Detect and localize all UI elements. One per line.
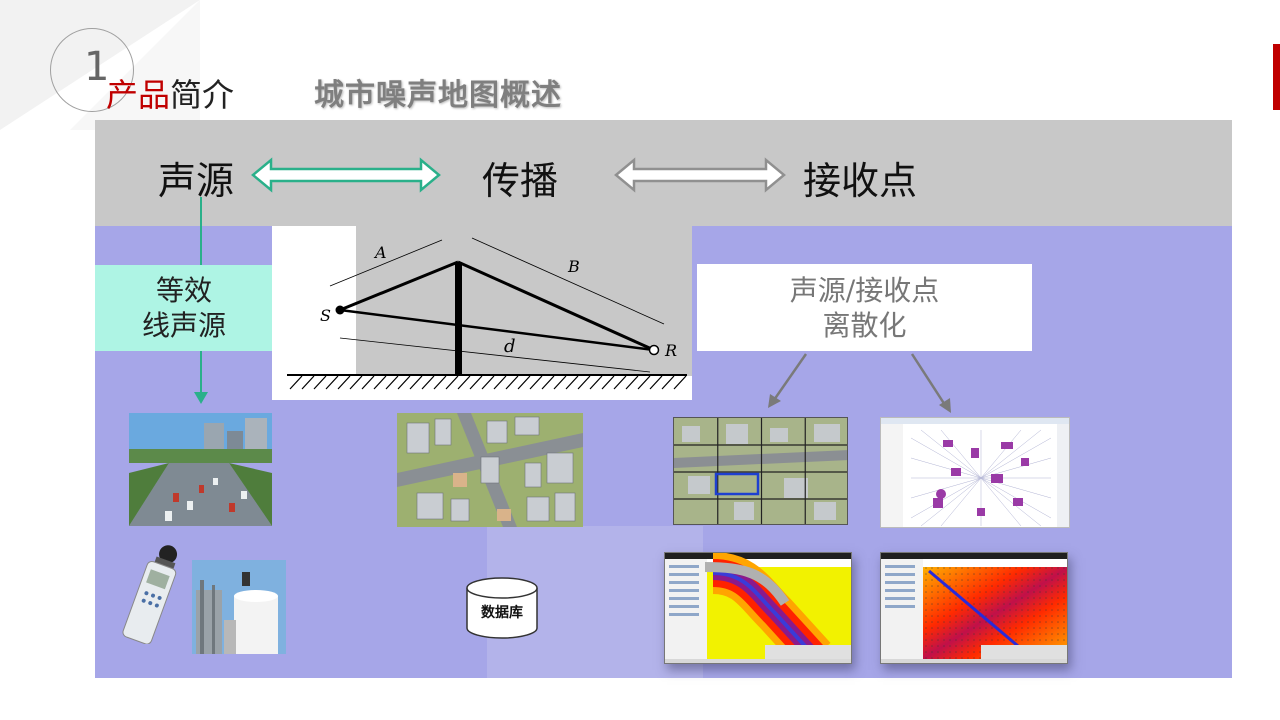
city-aerial-photo [397, 413, 583, 527]
highway-photo [129, 413, 272, 526]
line-source-label-1: 等效 [155, 274, 212, 307]
flow-label-receiver: 接收点 [803, 159, 918, 203]
database-icon: 数据库 [466, 577, 538, 639]
diagram-label-d: d [504, 336, 516, 357]
diagram-label-a: A [373, 243, 387, 262]
diagram-label-r: R [664, 341, 677, 360]
title-product: 产品 [106, 76, 171, 114]
noise-map-road-screenshot [664, 552, 852, 664]
noise-map-grid-screenshot [880, 552, 1068, 664]
equivalent-line-source-box: 等效 线声源 [95, 265, 273, 351]
discretization-label-2: 离散化 [822, 308, 907, 342]
barrier-diffraction-diagram: A B S R d [272, 226, 692, 400]
page-subtitle: 城市噪声地图概述 [314, 78, 562, 113]
title-intro: 简介 [170, 76, 235, 114]
slide-number-circle [50, 28, 134, 112]
database-label: 数据库 [481, 604, 523, 621]
sound-level-meter-photo [118, 540, 180, 644]
industrial-plant-photo [192, 560, 286, 654]
flow-label-propagation: 传播 [482, 159, 559, 203]
accent-bar [1273, 44, 1280, 110]
discretization-box: 声源/接收点 离散化 [697, 264, 1032, 351]
receiver-network-screenshot [880, 417, 1070, 528]
line-source-label-2: 线声源 [141, 309, 226, 342]
diagram-label-b: B [567, 257, 580, 276]
slide-number: 1 [84, 44, 110, 90]
discretization-label-1: 声源/接收点 [789, 273, 940, 307]
flow-band [95, 120, 1232, 226]
diagram-label-s: S [320, 306, 331, 325]
flow-label-source: 声源 [158, 159, 235, 203]
tiled-grid-map [673, 417, 848, 525]
